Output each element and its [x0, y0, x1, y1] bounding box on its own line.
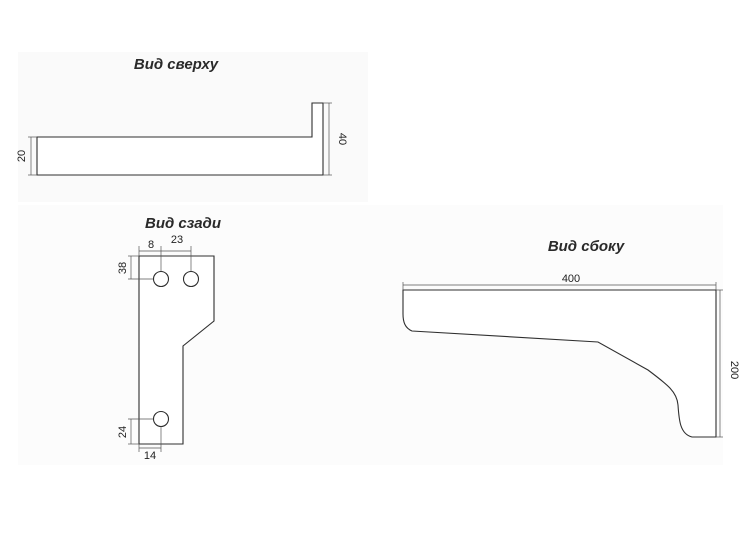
side-view-title: Вид сбоку: [548, 238, 625, 255]
top-view: Вид сверху 20 40: [16, 56, 348, 176]
top-view-title: Вид сверху: [134, 56, 219, 73]
top-dim-40-label: 40: [336, 133, 348, 145]
back-view-title: Вид сзади: [145, 215, 221, 232]
side-dim-400-label: 400: [562, 273, 580, 285]
back-hole-1: [152, 270, 170, 288]
side-dim-200-label: 200: [728, 361, 740, 379]
back-dim-14-label: 14: [144, 450, 156, 462]
back-view: Вид сзади 8 23 38 24 14: [117, 215, 221, 462]
back-dim-8-label: 8: [148, 239, 154, 251]
back-dim-24-label: 24: [117, 426, 129, 438]
side-view-outline: [402, 289, 717, 438]
back-dim-38-label: 38: [117, 262, 129, 274]
side-view: Вид сбоку 400 200: [402, 238, 740, 438]
back-hole-2: [182, 270, 200, 288]
top-view-panel: [18, 52, 368, 202]
back-dim-23-label: 23: [171, 234, 183, 246]
back-hole-3: [152, 410, 170, 428]
top-dim-20-label: 20: [16, 150, 28, 162]
